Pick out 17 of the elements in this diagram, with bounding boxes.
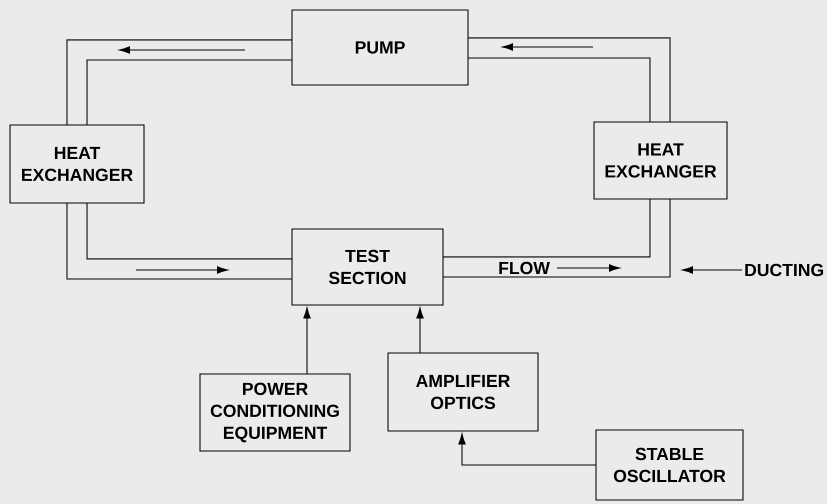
block-box: AMPLIFIER OPTICS: [387, 352, 539, 432]
block-box: STABLE OSCILLATOR: [595, 429, 744, 500]
arrow: [303, 308, 311, 374]
arrow: [416, 308, 424, 352]
block-box: POWER CONDITIONING EQUIPMENT: [199, 373, 351, 452]
block-box: HEAT EXCHANGER: [9, 124, 145, 204]
duct: [66, 204, 292, 280]
block-box: PUMP: [291, 9, 469, 86]
leader-line: [682, 266, 742, 274]
duct: [66, 39, 292, 124]
block-box: TEST SECTION: [291, 228, 444, 306]
duct: [468, 37, 671, 122]
arrow: [458, 434, 596, 466]
flow-label: FLOW: [496, 260, 552, 276]
block-box: HEAT EXCHANGER: [593, 121, 728, 200]
ducting-label: DUCTING: [745, 264, 824, 276]
duct: [444, 200, 671, 278]
